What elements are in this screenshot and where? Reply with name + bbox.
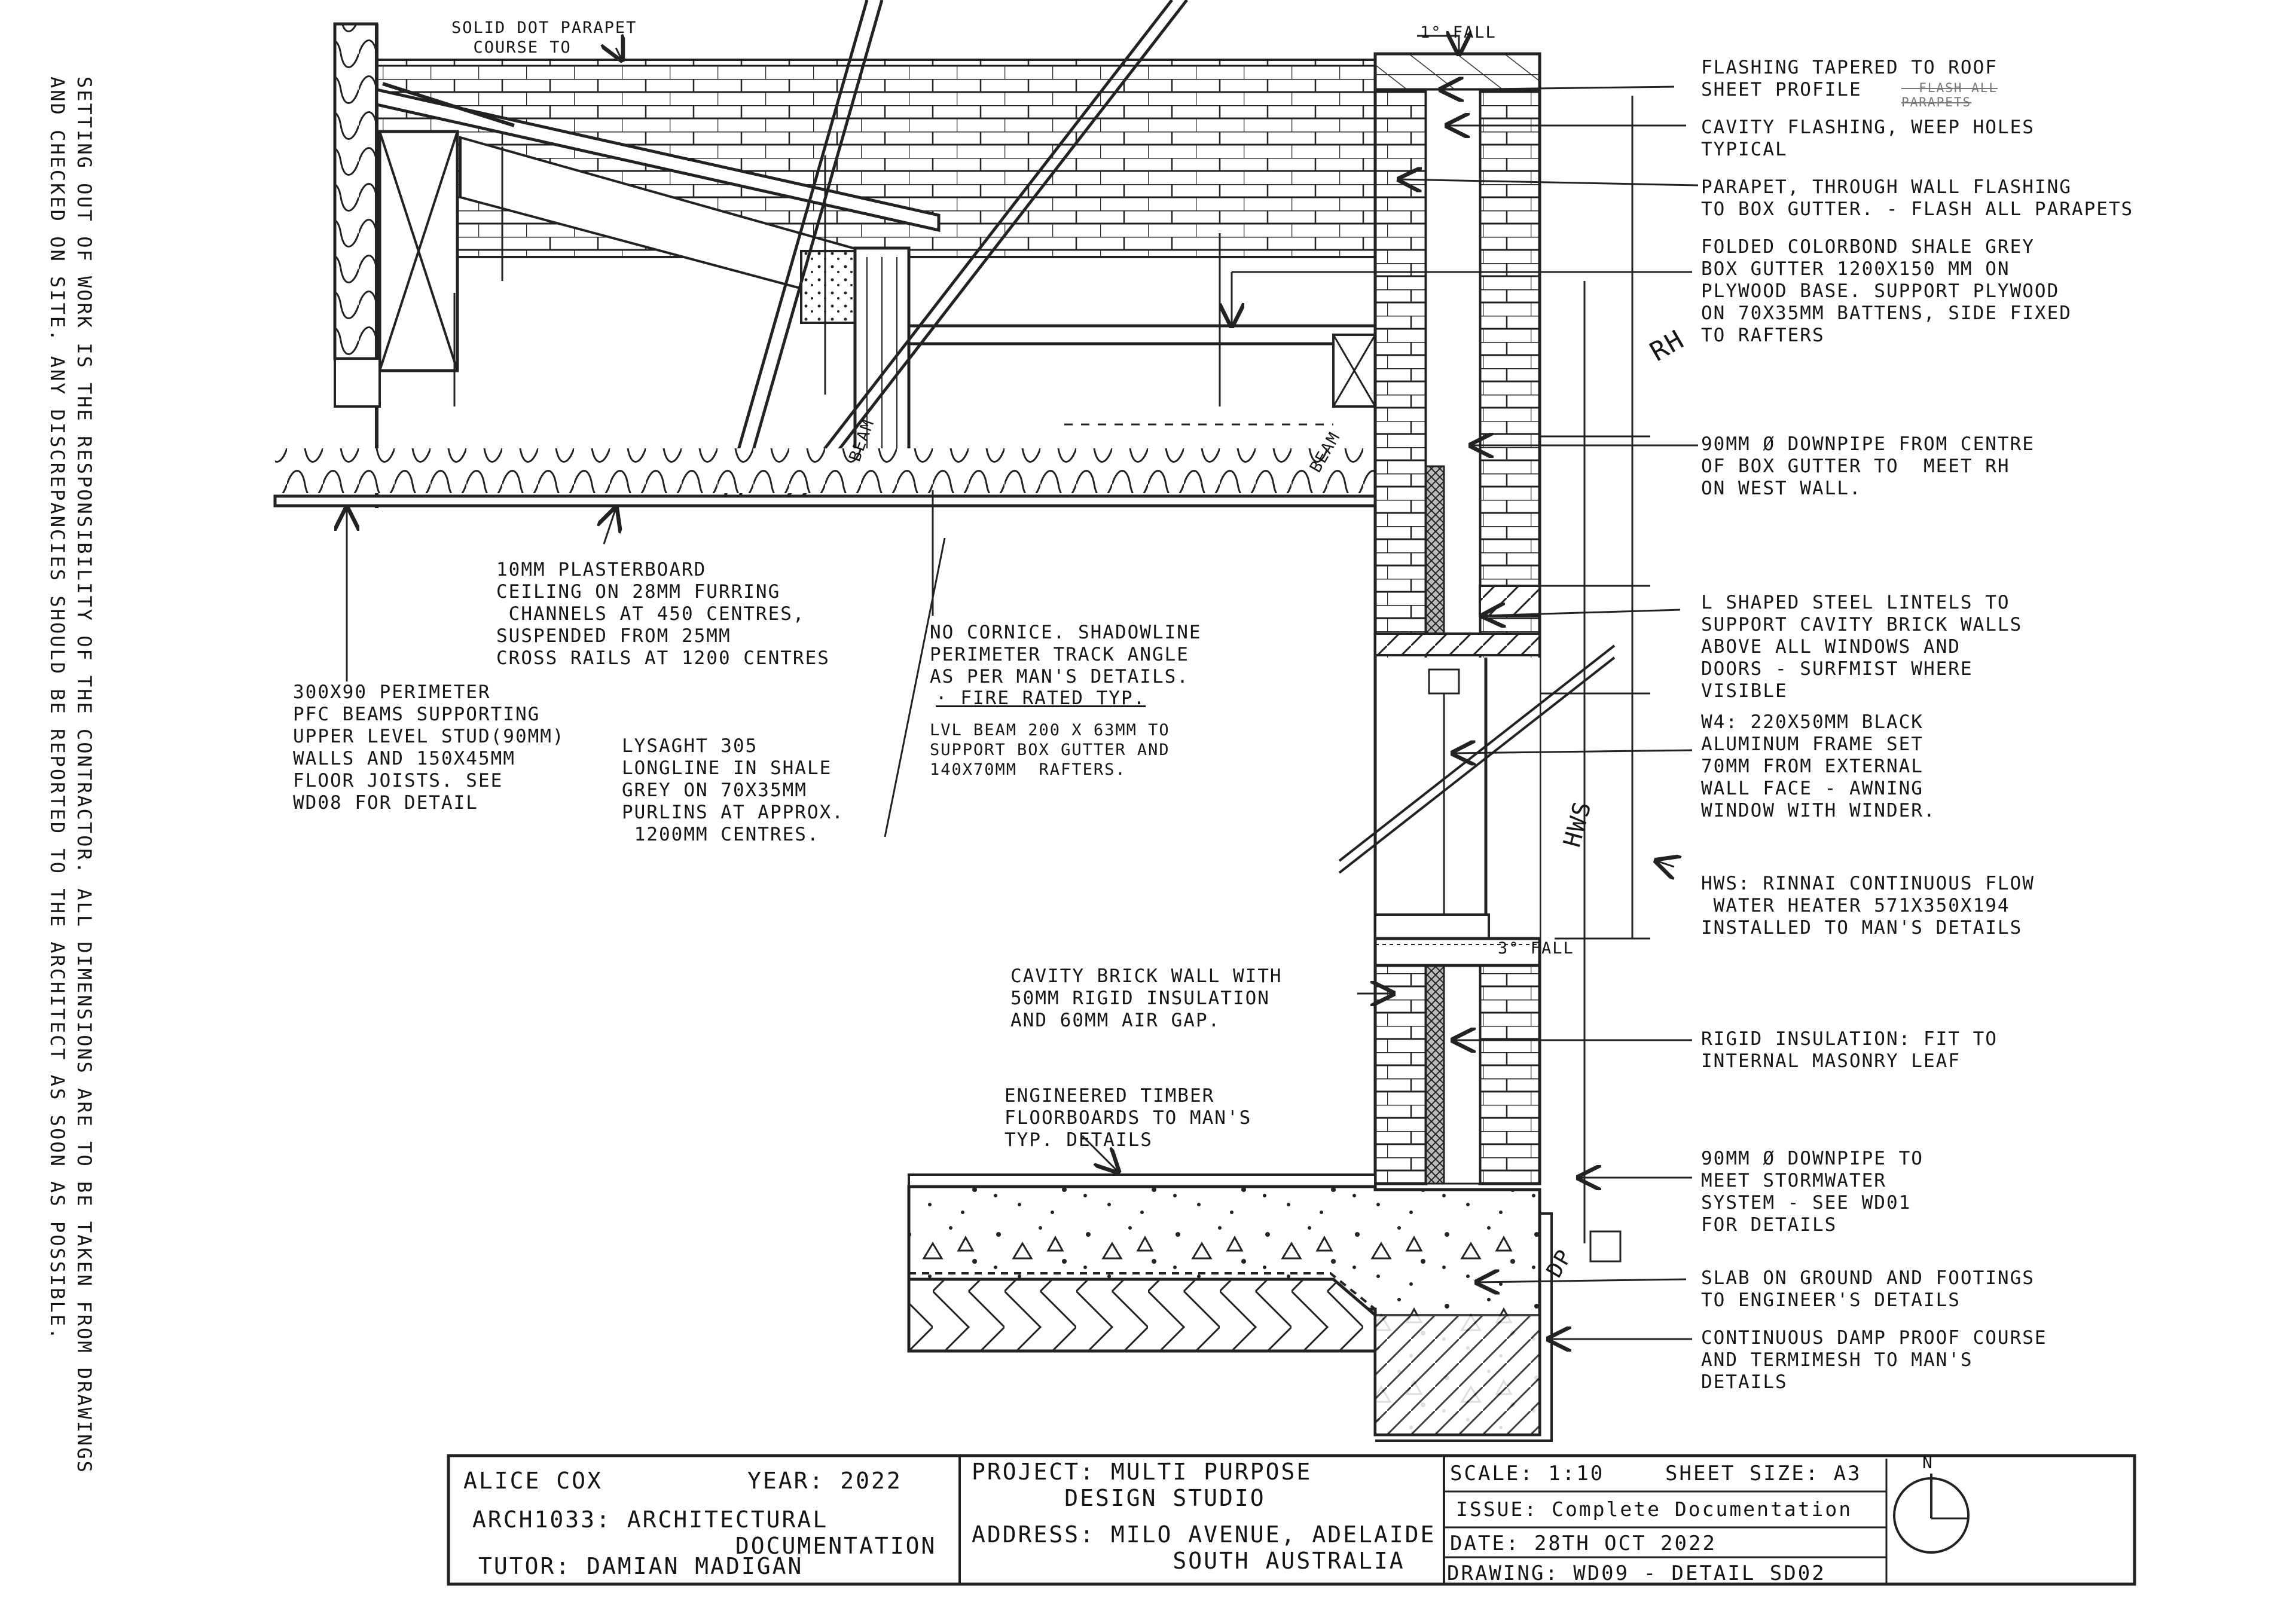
lvl-beam — [800, 246, 911, 489]
leader-lines — [347, 36, 1699, 1339]
label-floorboards: ENGINEERED TIMBER FLOORBOARDS TO MAN'S T… — [1004, 1085, 1252, 1151]
label-solid-dot-parapet: SOLID DOT PARAPET COURSE TO — [451, 19, 637, 57]
label-downpipe-bottom: 90MM Ø DOWNPIPE TO MEET STORMWATER SYSTE… — [1701, 1148, 1923, 1236]
box-gutter — [907, 324, 1377, 408]
label-slab: SLAB ON GROUND AND FOOTINGS TO ENGINEER'… — [1701, 1267, 2035, 1311]
label-cavity-wall: CAVITY BRICK WALL WITH 50MM RIGID INSULA… — [1010, 965, 1283, 1031]
parapet-brick-course — [375, 59, 1388, 258]
title-name: ALICE COX — [463, 1468, 603, 1494]
label-w4-window: W4: 220X50MM BLACK ALUMINUM FRAME SET 70… — [1701, 711, 1936, 821]
label-dpc: CONTINUOUS DAMP PROOF COURSE AND TERMIME… — [1701, 1327, 2047, 1393]
label-lintels: L SHAPED STEEL LINTELS TO SUPPORT CAVITY… — [1701, 592, 2023, 702]
label-lysaght: LYSAGHT 305 LONGLINE IN SHALE GREY ON 70… — [622, 735, 844, 845]
pfc-beam — [334, 130, 459, 408]
label-fire-rated: · FIRE RATED TYP. — [936, 687, 1146, 709]
label-ceiling: 10MM PLASTERBOARD CEILING ON 28MM FURRIN… — [496, 559, 830, 669]
roof-sheet-and-rafters — [375, 82, 941, 313]
label-flashing-struck: - FLASH ALL PARAPETS — [1901, 81, 1998, 109]
label-cavity-flashing: CAVITY FLASHING, WEEP HOLES TYPICAL — [1701, 117, 2035, 160]
label-fall-top: 1° FALL — [1420, 23, 1497, 42]
title-year: YEAR: 2022 — [747, 1468, 902, 1494]
footing-fill — [907, 1212, 1553, 1442]
label-fall-mid: 3° FALL — [1498, 939, 1574, 958]
title-course: ARCH1033: ARCHITECTURAL DOCUMENTATION — [472, 1506, 937, 1559]
label-hws: HWS: RINNAI CONTINUOUS FLOW WATER HEATER… — [1701, 873, 2035, 939]
label-rigid-insulation: RIGID INSULATION: FIT TO INTERNAL MASONR… — [1701, 1028, 1998, 1072]
title-tutor: TUTOR: DAMIAN MADIGAN — [478, 1553, 804, 1579]
title-issue: ISSUE: Complete Documentation — [1456, 1497, 1853, 1521]
w4-awning-window — [1338, 644, 1616, 967]
north-label: N — [1922, 1453, 1934, 1472]
title-project: PROJECT: MULTI PURPOSE DESIGN STUDIO — [972, 1459, 1312, 1511]
title-sheet-size: SHEET SIZE: A3 — [1665, 1462, 1862, 1486]
downpipe-outline — [1540, 96, 1650, 1263]
ceiling-insulation — [275, 423, 1387, 493]
title-address: ADDRESS: MILO AVENUE, ADELAIDE SOUTH AUS… — [972, 1521, 1436, 1574]
label-downpipe-top: 90MM Ø DOWNPIPE FROM CENTRE OF BOX GUTTE… — [1701, 433, 2035, 499]
title-drawing-number: DRAWING: WD09 - DETAIL SD02 — [1447, 1561, 1826, 1585]
title-scale: SCALE: 1:10 — [1450, 1462, 1605, 1486]
label-parapet: PARAPET, THROUGH WALL FLASHING TO BOX GU… — [1701, 176, 2134, 220]
label-lvl-beam: LVL BEAM 200 X 63MM TO SUPPORT BOX GUTTE… — [930, 721, 1170, 779]
title-date: DATE: 28TH OCT 2022 — [1450, 1532, 1717, 1555]
roof-purlin-poles — [722, 0, 1188, 503]
label-pfc-beams: 300X90 PERIMETER PFC BEAMS SUPPORTING UP… — [293, 681, 565, 814]
label-box-gutter: FOLDED COLORBOND SHALE GREY BOX GUTTER 1… — [1701, 236, 2072, 346]
label-flashing: FLASHING TAPERED TO ROOF SHEET PROFILE — [1701, 57, 1998, 100]
label-cornice: NO CORNICE. SHADOWLINE PERIMETER TRACK A… — [930, 622, 1202, 687]
